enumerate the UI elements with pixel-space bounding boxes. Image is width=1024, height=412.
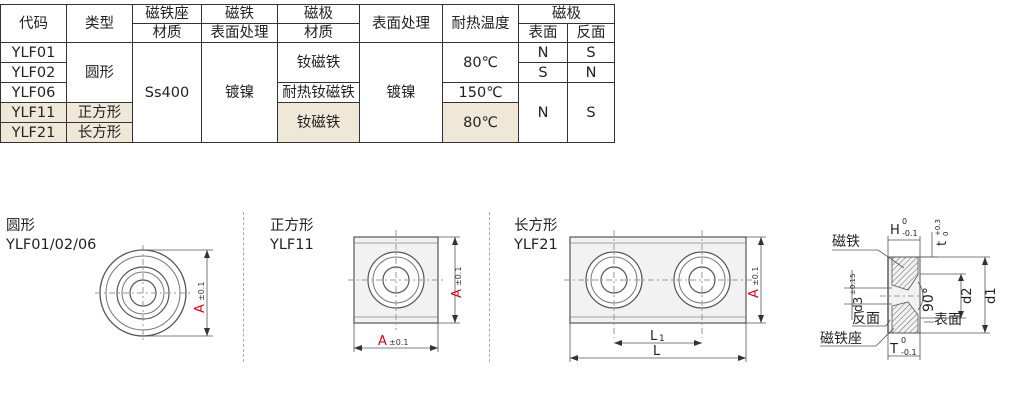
cell-type: 正方形 [66,102,133,123]
cell-code: YLF02 [0,62,67,83]
header-heat: 耐热温度 [442,4,519,43]
header-magnet: 磁铁 [201,4,278,24]
dim-d2-label: d2 [960,287,975,304]
rect-drawing: A ±0.1 L 1 L [564,230,766,362]
cell-type: 长方形 [66,122,133,143]
cell-polarity-back: S [567,82,615,143]
dim-a-label: A [450,289,465,298]
cell-code: YLF06 [0,82,67,103]
angle-label: 90° [921,287,937,312]
cell-polarity-back: S [567,42,615,63]
cell-code: YLF11 [0,102,67,123]
cell-heat: 150℃ [442,82,519,103]
header-polarity: 磁极 [518,4,615,24]
header-magnet-surface: 表面处理 [201,23,278,43]
cell-heat: 80℃ [442,42,519,83]
square-drawing: A ±0.1 A ±0.1 [348,230,465,352]
dim-t-label: t [935,241,950,246]
cell-code: YLF21 [0,122,67,143]
dim-d3-label: d3 [851,297,865,312]
dim-t-tol-top: +0.3 [934,219,942,236]
header-pole-material: 材质 [277,23,360,43]
rect-title: 长方形 [514,218,558,234]
dim-a-label: A [747,289,762,298]
cell-pole-material: 耐热钕磁铁 [277,82,360,103]
header-seat: 磁铁座 [132,4,202,24]
cell-magnet-surface: 镀镍 [201,42,278,143]
separator [489,212,490,362]
dim-a-tolerance: ±0.1 [751,267,760,286]
header-pole: 磁极 [277,4,360,24]
dim-t2-label: T [889,342,898,357]
cell-polarity-face: S [518,62,568,83]
header-seat-material: 材质 [132,23,202,43]
back-label: 反面 [852,311,880,327]
section-drawing: 90° H 0 -0.1 t +0.3 0 d2 d1 d3 ±0.15 T 0… [820,217,999,360]
dim-a-tolerance: ±0.1 [454,267,463,286]
header-polarity-back: 反面 [567,23,615,43]
header-code: 代码 [0,4,67,43]
round-codes: YLF01/02/06 [6,237,97,253]
dim-a-bottom-tolerance: ±0.1 [389,338,408,347]
round-drawing: A ±0.1 [95,245,213,341]
cell-surface-treatment: 镀镍 [359,42,443,143]
round-title: 圆形 [6,218,35,234]
cell-pole-material: 钕磁铁 [277,102,360,143]
dim-l1-label: L [650,329,658,344]
dim-l-label: L [653,344,661,359]
separator [243,212,244,362]
dim-t2-tol-top: 0 [901,336,906,345]
cell-pole-material: 钕磁铁 [277,42,360,83]
square-codes: YLF11 [270,237,314,253]
spec-table: 代码 类型 磁铁座 磁铁 磁极 表面处理 耐热温度 磁极 材质 表面处理 材质 … [0,4,615,143]
cell-polarity-face: N [518,82,568,143]
dim-d3-tolerance: ±0.15 [849,274,857,295]
dim-h-tol-bottom: -0.1 [902,229,918,238]
dim-d1-label: d1 [984,287,999,304]
seat-label: 磁铁座 [820,331,862,347]
magnet-label: 磁铁 [832,234,860,250]
dim-a-label: A [193,304,208,313]
header-surface: 表面处理 [359,4,443,43]
header-polarity-face: 表面 [518,23,568,43]
dim-h-tol-top: 0 [902,217,907,226]
cell-polarity-back: N [567,62,615,83]
dim-l1-subscript: 1 [659,334,665,344]
face-label: 表面 [934,312,962,328]
cell-heat: 80℃ [442,102,519,143]
cell-polarity-face: N [518,42,568,63]
dim-h-label: H [890,223,900,238]
square-title: 正方形 [270,218,314,234]
rect-codes: YLF21 [514,237,558,253]
cell-type-round: 圆形 [66,42,133,103]
dim-t2-tol-bottom: -0.1 [901,348,917,357]
dim-t-tol-bottom: 0 [942,232,950,236]
dim-a-tolerance: ±0.1 [197,282,206,301]
header-type: 类型 [66,4,133,43]
cell-code: YLF01 [0,42,67,63]
dim-a-bottom-label: A [378,334,387,349]
cell-seat-material: Ss400 [132,42,202,143]
